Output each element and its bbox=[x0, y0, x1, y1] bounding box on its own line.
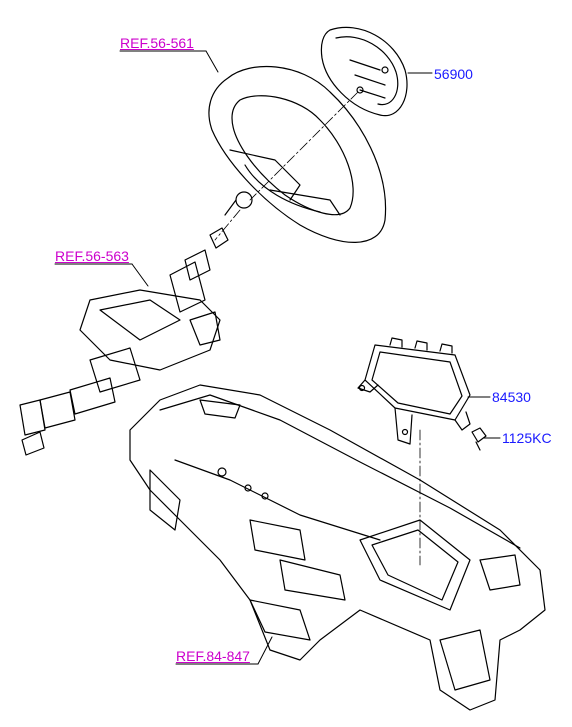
instrument-panel bbox=[129, 384, 546, 711]
ref-84-847-link[interactable]: REF.84-847 bbox=[176, 648, 250, 664]
part-number-1125kc[interactable]: 1125KC bbox=[502, 430, 552, 446]
ref-56-563-link[interactable]: REF.56-563 bbox=[55, 248, 129, 264]
steering-column bbox=[19, 227, 229, 456]
center-lines bbox=[214, 91, 421, 566]
part-number-84530[interactable]: 84530 bbox=[492, 389, 531, 405]
driver-airbag bbox=[320, 26, 408, 117]
ref-56-561-link[interactable]: REF.56-561 bbox=[120, 35, 194, 51]
part-number-56900[interactable]: 56900 bbox=[434, 66, 473, 82]
passenger-airbag bbox=[357, 337, 471, 445]
leader-lines bbox=[54, 50, 501, 665]
steering-wheel bbox=[208, 66, 387, 243]
bolt bbox=[471, 427, 487, 451]
